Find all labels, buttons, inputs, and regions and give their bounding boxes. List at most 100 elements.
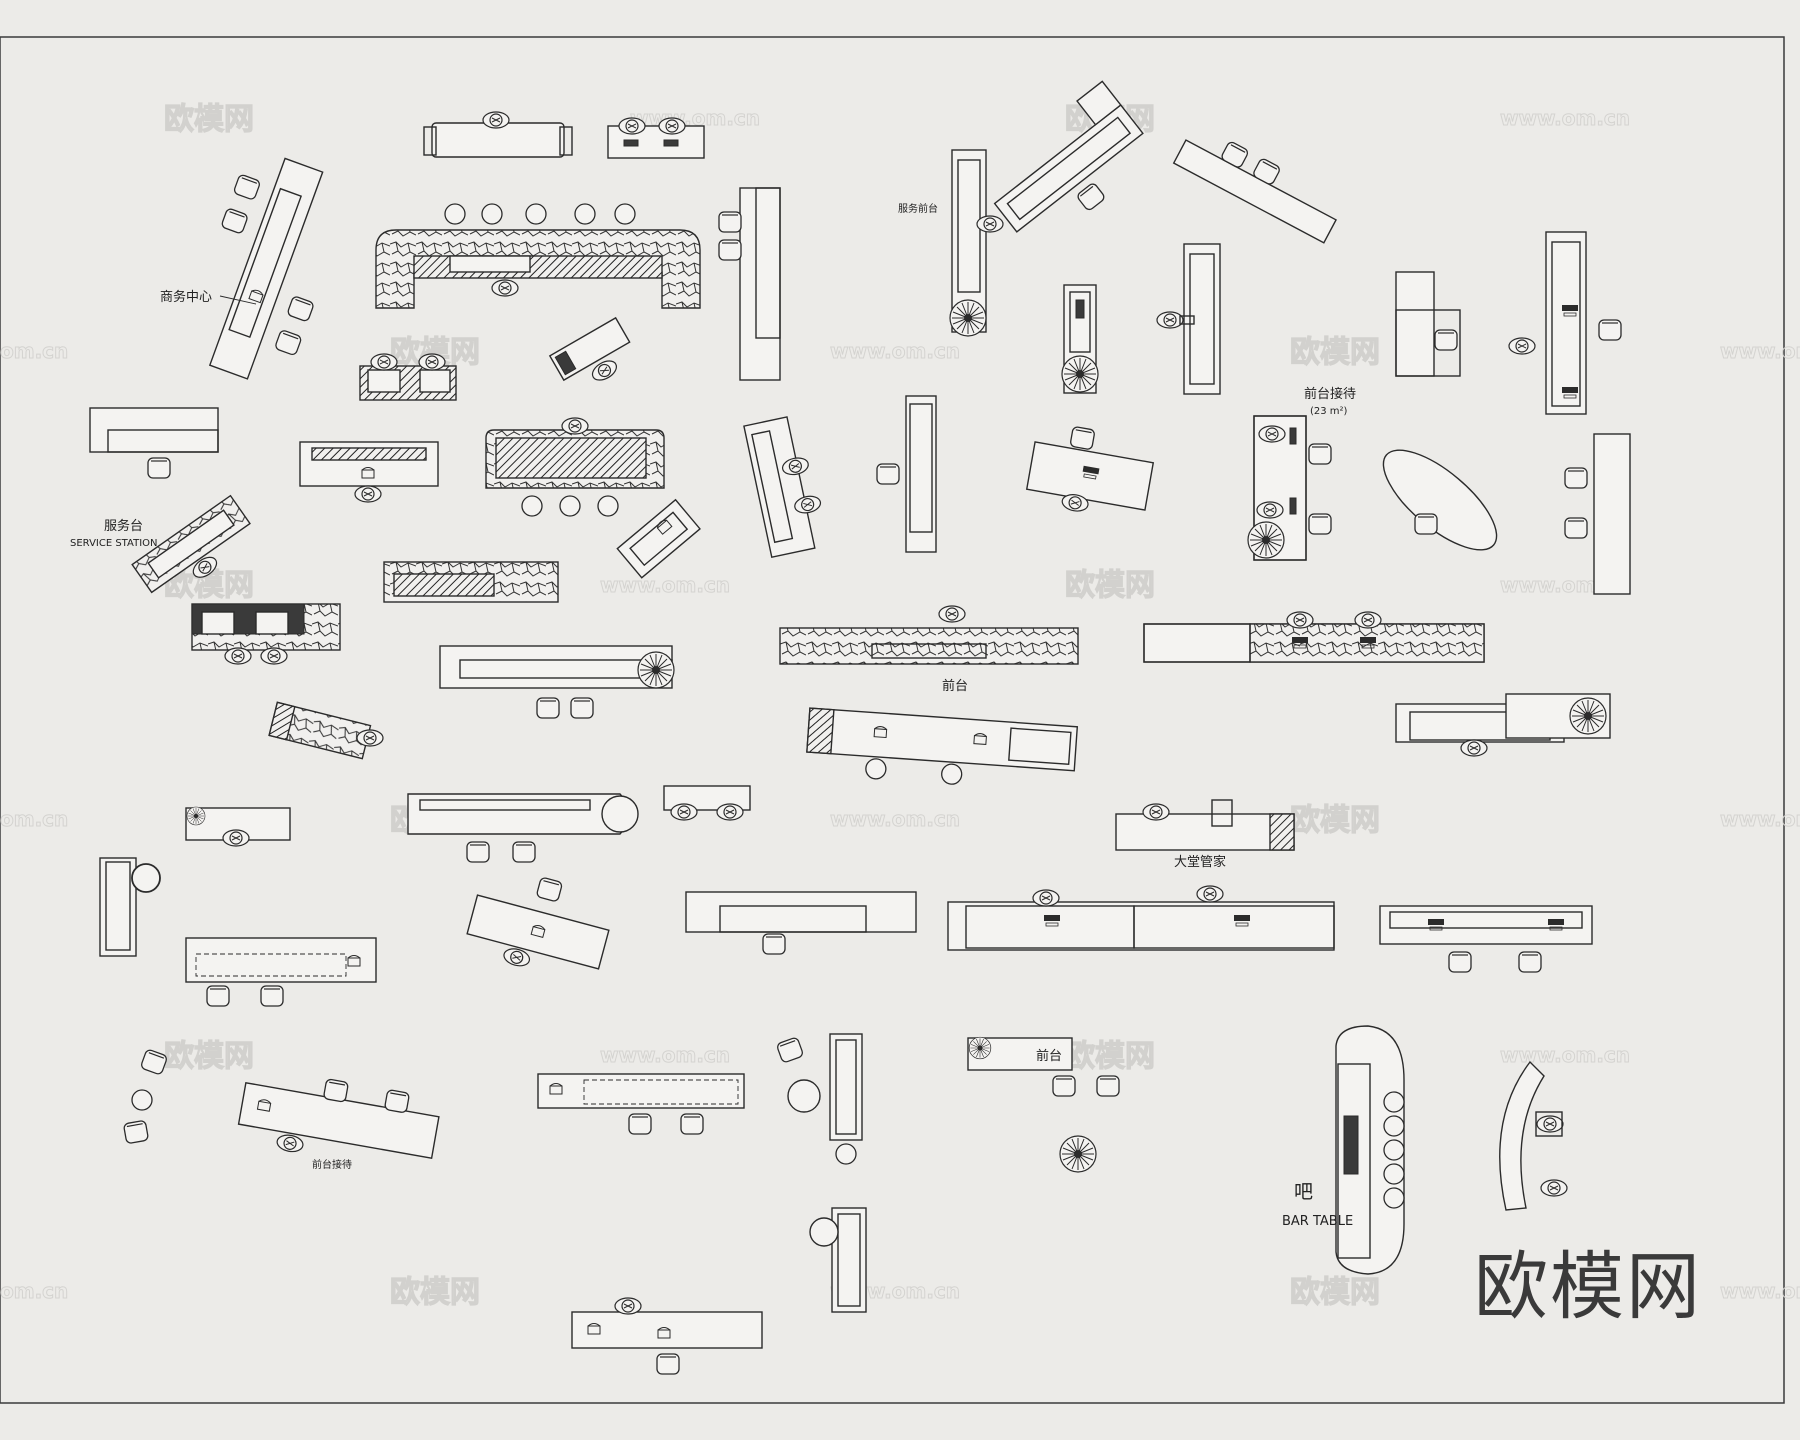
stool-icon <box>597 495 619 517</box>
chair-icon <box>1308 513 1332 535</box>
reception-desk-23sqm: 前台接待 (23 m²) <box>1247 386 1356 561</box>
vertical-bar-desk <box>876 395 937 553</box>
lounge-chair-set <box>122 1048 169 1145</box>
dark-service-counter <box>191 603 341 665</box>
narrow-side-desk <box>775 1033 863 1165</box>
person-icon <box>1156 311 1184 329</box>
front-desk-right <box>1143 611 1485 663</box>
drawing-frame <box>0 36 1785 1404</box>
service-station-label-cn: 服务台 <box>104 518 143 534</box>
person-icon <box>716 803 744 821</box>
chair-icon <box>628 1113 652 1135</box>
double-person-desk <box>663 785 751 821</box>
front-desk-marble: 前台 <box>779 605 1079 694</box>
small-l-desk <box>1395 271 1461 377</box>
chair-icon <box>512 841 536 863</box>
long-dashed-counter <box>537 1073 745 1135</box>
chair-icon <box>535 876 564 903</box>
person-icon <box>222 829 250 847</box>
chair-icon <box>1069 425 1096 451</box>
person-icon <box>224 647 252 665</box>
marble-strip-desk <box>383 561 559 603</box>
side-table-desk <box>99 857 161 957</box>
plant-icon <box>1569 697 1607 735</box>
chair-icon <box>383 1088 411 1114</box>
dashed-desk <box>185 937 377 1007</box>
person-icon <box>370 353 398 371</box>
person-icon <box>1536 1115 1564 1133</box>
plant-icon <box>949 299 987 337</box>
chair-icon <box>718 239 742 261</box>
reception-area-label: (23 m²) <box>1310 406 1348 417</box>
plant-icon <box>1247 521 1285 559</box>
chair-icon <box>1052 1075 1076 1097</box>
small-counter-pair <box>359 353 457 401</box>
person-icon <box>275 1132 305 1155</box>
chair-icon <box>536 697 560 719</box>
watermark-url: www.om.cn <box>600 573 730 597</box>
watermark-url: www.om.cn <box>1500 106 1630 130</box>
person-icon <box>1354 611 1382 629</box>
desk-with-two-chairs <box>1379 905 1593 973</box>
lobby-manager-desk: 大堂管家 <box>1115 799 1295 870</box>
front-reception-rotated: 前台接待 <box>237 1078 440 1171</box>
person-icon <box>356 729 384 747</box>
double-reception-desk <box>947 885 1335 951</box>
chair-icon <box>775 1036 805 1064</box>
chair-icon <box>1434 329 1458 351</box>
l-shaped-desk <box>89 407 219 479</box>
watermark-url: om.cn <box>0 807 68 831</box>
rotated-reception-desk <box>1025 425 1155 514</box>
business-center-desk: 商务中心 <box>160 157 324 380</box>
chair-icon <box>286 294 315 323</box>
watermark-url: www.om.cn <box>1720 339 1800 363</box>
chair-icon <box>273 328 303 357</box>
stool-icon <box>1383 1187 1405 1209</box>
small-front-desk-label: 前台 <box>1036 1048 1062 1064</box>
chair-icon <box>322 1078 350 1103</box>
chair-icon <box>260 985 284 1007</box>
stool-icon <box>559 495 581 517</box>
chair-icon <box>762 933 786 955</box>
service-front-desk-label: 服务前台 <box>898 202 938 215</box>
brand-logo: 欧模网 <box>1474 1244 1702 1330</box>
watermark-url: om.cn <box>0 1279 68 1303</box>
plant-icon <box>1059 1135 1097 1173</box>
bottom-narrow-desk <box>809 1207 867 1313</box>
chair-icon <box>466 841 490 863</box>
rotated-long-desk <box>743 416 823 559</box>
bar-table: 吧 BAR TABLE <box>1282 1025 1405 1275</box>
tall-service-desk <box>1508 231 1622 415</box>
person-icon <box>1460 739 1488 757</box>
person-icon <box>260 647 288 665</box>
narrow-desk <box>1061 284 1099 394</box>
person-icon <box>561 417 589 435</box>
stool-icon <box>1383 1139 1405 1161</box>
service-station-desk: 服务台 SERVICE STATION <box>70 494 251 594</box>
curved-marble-counter <box>375 203 701 309</box>
office-desk-with-chair <box>1156 243 1221 395</box>
watermark-url: www.om.cn <box>1720 807 1800 831</box>
person-icon <box>618 117 646 135</box>
granite-counter <box>485 417 665 517</box>
rounded-end-desk <box>407 793 639 863</box>
watermark-url: www.om.cn <box>1720 1279 1800 1303</box>
person-icon <box>1540 1179 1568 1197</box>
reception-label: 前台接待 <box>1304 386 1356 402</box>
watermark-url: www.om.cn <box>1500 1043 1630 1067</box>
stool-icon <box>521 495 543 517</box>
chair-icon <box>147 457 171 479</box>
bar-label-en: BAR TABLE <box>1282 1214 1353 1229</box>
chair-icon <box>1414 513 1438 535</box>
angled-long-desk <box>1172 139 1337 244</box>
stool-icon <box>574 203 596 225</box>
chair-icon <box>1448 951 1472 973</box>
stool-icon <box>1383 1115 1405 1137</box>
person-icon <box>1032 889 1060 907</box>
person-icon <box>491 279 519 297</box>
stool-icon <box>1383 1091 1405 1113</box>
service-tower-desk <box>718 187 781 381</box>
business-center-label: 商务中心 <box>160 289 212 305</box>
